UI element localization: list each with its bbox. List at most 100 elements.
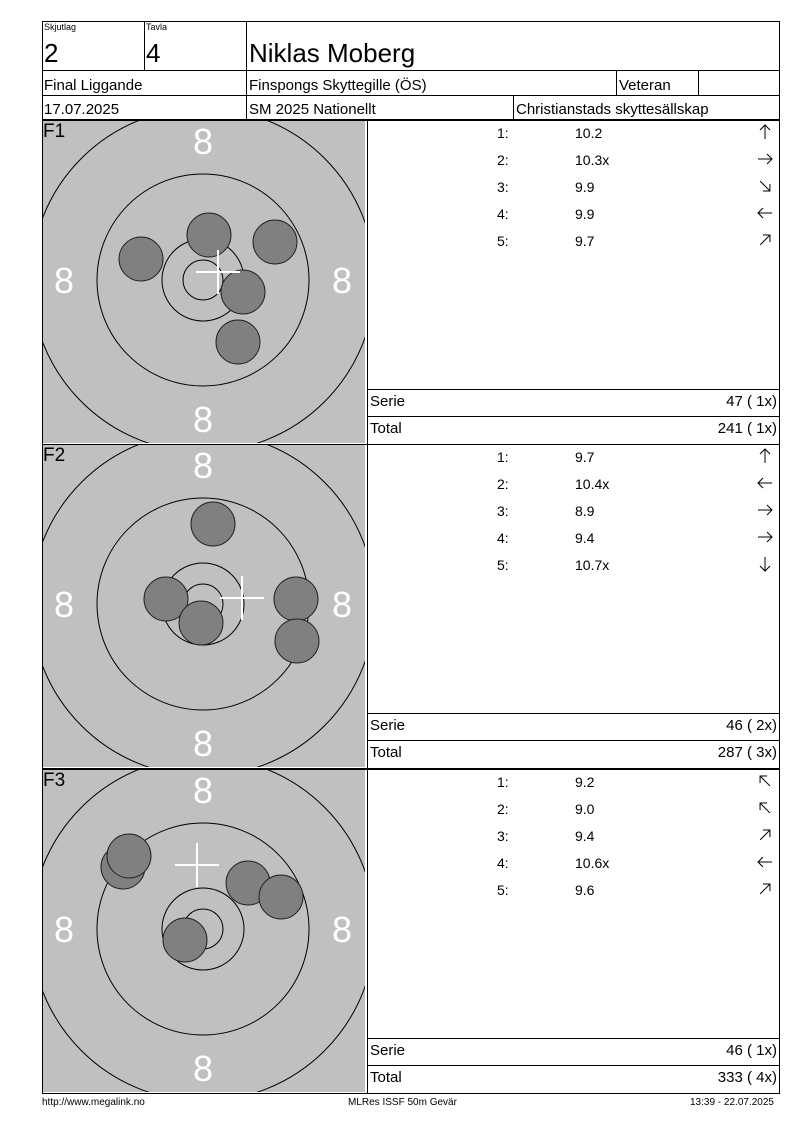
header-divider	[616, 70, 617, 95]
shot-hole	[215, 319, 261, 365]
ring-number-label: 8	[193, 121, 213, 162]
event-name: Final Liggande	[44, 77, 143, 94]
total-row-line	[367, 1065, 780, 1066]
series-label: F1	[43, 121, 66, 142]
footer-url: http://www.megalink.no	[42, 1097, 145, 1108]
total-label: Total	[370, 420, 402, 437]
panel-divider	[367, 444, 368, 768]
shot-direction-arrow-icon	[758, 504, 773, 516]
serie-label: Serie	[370, 717, 406, 734]
serie-value: 46 ( 2x)	[726, 717, 777, 734]
shot-value: 10.6x	[575, 855, 610, 871]
series-frame	[42, 769, 780, 1094]
ring-number-label: 8	[193, 723, 213, 764]
shot-direction-arrow-icon	[757, 477, 772, 489]
shot-value: 9.6	[575, 882, 595, 898]
shot-number: 2:	[497, 801, 509, 817]
ring-number-label: 8	[332, 909, 352, 950]
ring-number-label: 8	[193, 445, 213, 486]
ring-number-label: 8	[54, 584, 74, 625]
shot-direction-arrow-icon	[758, 153, 773, 165]
shot-value: 10.2	[575, 125, 603, 141]
shot-number: 5:	[497, 557, 509, 573]
total-value: 287 ( 3x)	[717, 744, 777, 761]
header-divider	[144, 21, 145, 70]
ring-number-label: 8	[193, 770, 213, 811]
shot-direction-arrow-icon	[759, 829, 771, 841]
serie-row-line	[367, 713, 780, 714]
shot-hole	[252, 219, 298, 265]
shot-value: 10.3x	[575, 152, 610, 168]
shot-value: 10.7x	[575, 557, 610, 573]
shot-value: 9.4	[575, 530, 595, 546]
shot-direction-arrow-icon	[758, 531, 773, 543]
ring-number-label: 8	[332, 584, 352, 625]
serie-row-line	[367, 389, 780, 390]
shot-number: 1:	[497, 774, 509, 790]
footer-timestamp: 13:39 - 22.07.2025	[690, 1097, 774, 1108]
shot-direction-arrow-icon	[759, 883, 771, 895]
target-background	[43, 121, 365, 443]
shot-value: 9.4	[575, 828, 595, 844]
tavla-value: 4	[146, 38, 161, 68]
shot-hole	[106, 833, 152, 879]
target-ring	[96, 822, 310, 1036]
shot-hole	[190, 501, 236, 547]
panel-divider	[367, 120, 368, 444]
shot-direction-arrow-icon	[759, 775, 771, 787]
shot-value: 9.9	[575, 179, 595, 195]
series-label: F2	[43, 445, 66, 466]
shot-number: 2:	[497, 152, 509, 168]
shot-direction-arrow-icon	[759, 180, 771, 192]
shot-direction-arrow-icon	[759, 802, 771, 814]
ring-number-label: 8	[193, 399, 213, 440]
shot-direction-arrow-icon	[759, 448, 771, 463]
shot-number: 4:	[497, 855, 509, 871]
competition-name: SM 2025 Nationellt	[249, 101, 376, 118]
serie-value: 46 ( 1x)	[726, 1042, 777, 1059]
target-image: 8 8 8 8	[43, 121, 365, 443]
total-row-line	[367, 740, 780, 741]
shot-hole	[178, 600, 224, 646]
shot-number: 3:	[497, 179, 509, 195]
shot-value: 10.4x	[575, 476, 610, 492]
ring-number-label: 8	[332, 260, 352, 301]
shot-hole	[118, 236, 164, 282]
shot-value: 9.7	[575, 233, 595, 249]
shot-number: 1:	[497, 449, 509, 465]
header-divider	[42, 95, 780, 96]
shot-hole	[143, 576, 189, 622]
shot-hole	[258, 874, 304, 920]
total-row-line	[367, 416, 780, 417]
shot-hole	[274, 618, 320, 664]
shot-hole	[162, 917, 208, 963]
shot-number: 4:	[497, 206, 509, 222]
shot-direction-arrow-icon	[759, 557, 771, 572]
ring-number-label: 8	[54, 260, 74, 301]
shot-number: 5:	[497, 233, 509, 249]
serie-value: 47 ( 1x)	[726, 393, 777, 410]
shot-number: 4:	[497, 530, 509, 546]
shot-value: 8.9	[575, 503, 595, 519]
club-name: Finspongs Skyttegille (ÖS)	[249, 77, 427, 94]
shot-direction-arrow-icon	[759, 124, 771, 139]
shot-value: 9.2	[575, 774, 595, 790]
shot-value: 9.9	[575, 206, 595, 222]
tavla-label: Tavla	[146, 22, 168, 32]
total-label: Total	[370, 1069, 402, 1086]
total-value: 241 ( 1x)	[717, 420, 777, 437]
panel-divider	[367, 769, 368, 1093]
skjutlag-value: 2	[44, 38, 59, 68]
footer-software: MLRes ISSF 50m Gevär	[348, 1097, 457, 1108]
total-value: 333 ( 4x)	[717, 1069, 777, 1086]
target-ring	[182, 259, 224, 301]
serie-row-line	[367, 1038, 780, 1039]
shot-number: 5:	[497, 882, 509, 898]
shot-hole	[220, 269, 266, 315]
shot-value: 9.0	[575, 801, 595, 817]
shooter-name: Niklas Moberg	[249, 38, 416, 68]
serie-label: Serie	[370, 393, 406, 410]
shot-direction-arrow-icon	[757, 207, 772, 219]
shot-number: 3:	[497, 503, 509, 519]
